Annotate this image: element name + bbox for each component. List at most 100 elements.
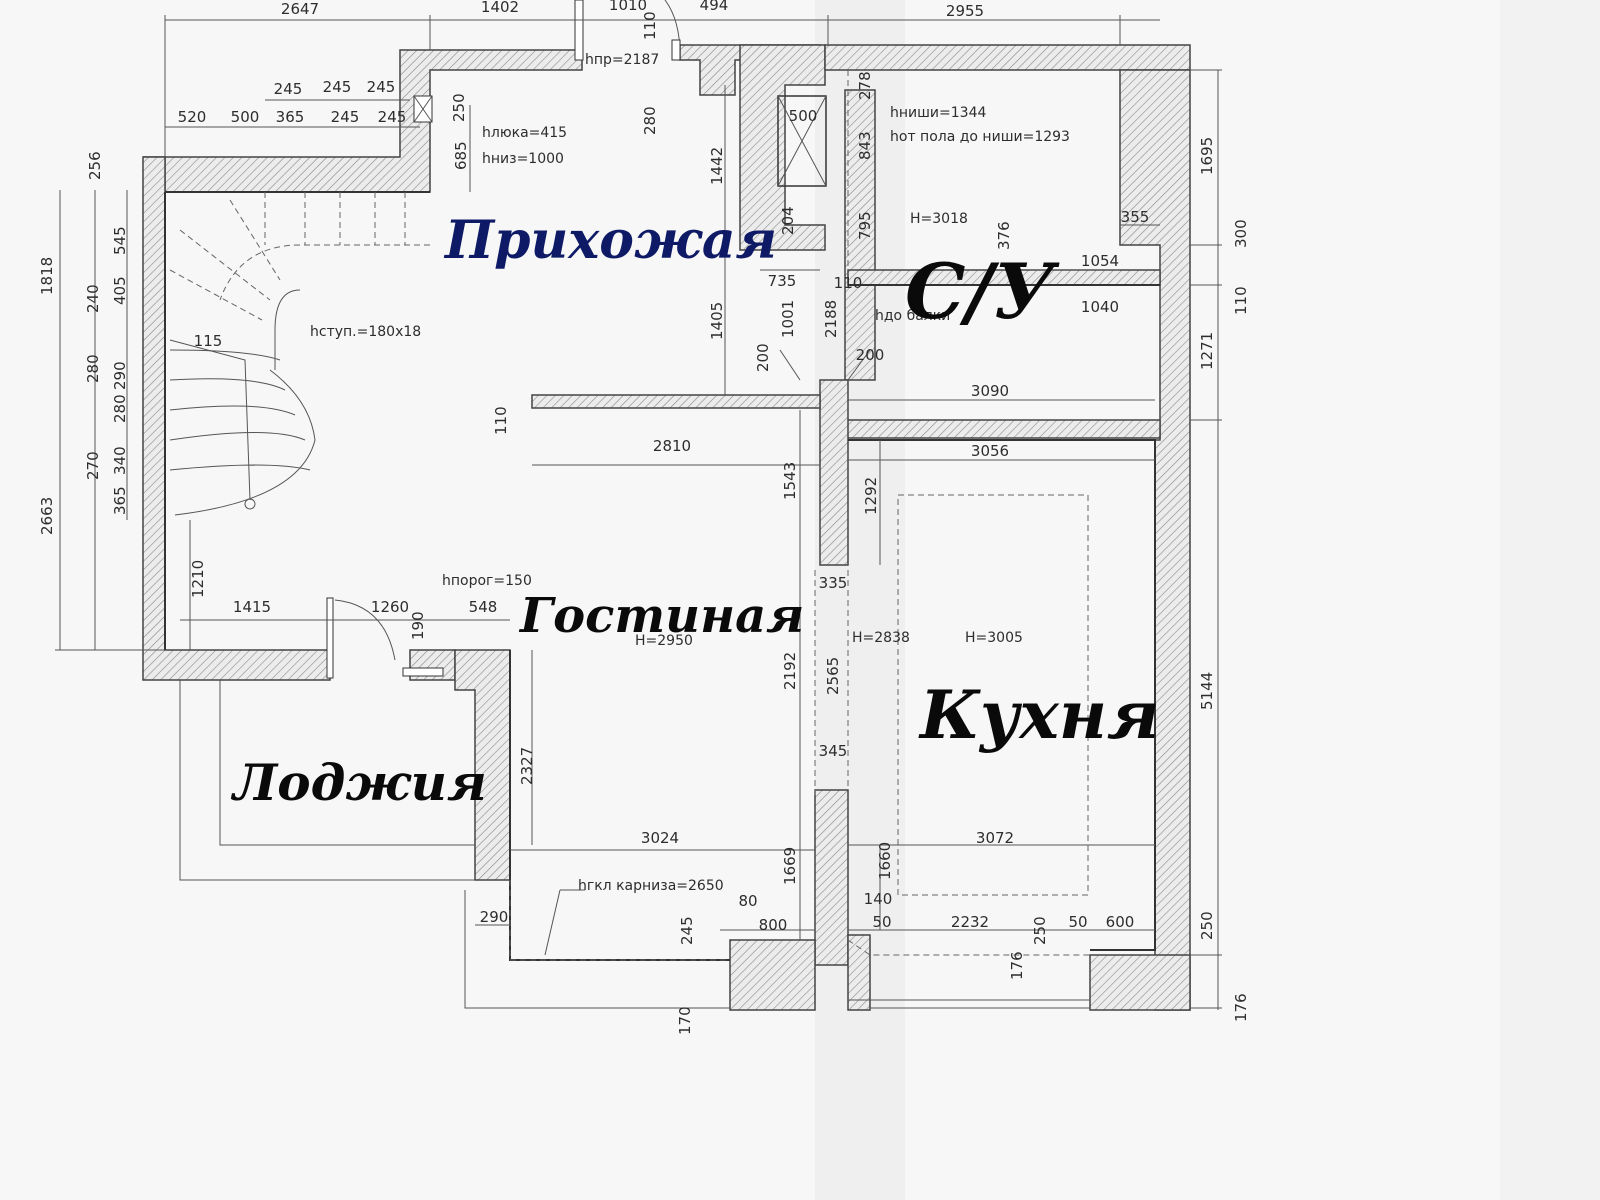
dim-text: 1260 — [371, 598, 409, 616]
dim-text: 2327 — [518, 747, 536, 785]
dim-text: 115 — [194, 332, 223, 350]
dim-text: 800 — [759, 916, 788, 934]
dim-text: 110 — [834, 274, 863, 292]
dim-text: 843 — [856, 131, 874, 160]
dim-text: 1415 — [233, 598, 271, 616]
room-label-wc: С/У — [905, 247, 1060, 336]
dim-text: 176 — [1232, 993, 1250, 1022]
dim-text: 80 — [738, 892, 757, 910]
dim-text: 345 — [819, 742, 848, 760]
note-H-living: H=2950 — [635, 633, 693, 649]
dim-text: 110 — [492, 406, 510, 435]
dim-text: 2192 — [781, 652, 799, 690]
note-H-wc: H=3018 — [910, 211, 968, 227]
dim-text: 1818 — [38, 257, 56, 295]
dim-text: 256 — [86, 151, 104, 180]
note-h-karniz: hгкл карниза=2650 — [578, 878, 724, 894]
dim-text: 3090 — [971, 382, 1009, 400]
dim-text: 170 — [676, 1006, 694, 1035]
dim-text: 245 — [678, 916, 696, 945]
dim-text: 1695 — [1198, 137, 1216, 175]
dim-text: 545 — [111, 226, 129, 255]
dim-text: 365 — [276, 108, 305, 126]
dim-text: 355 — [1121, 208, 1150, 226]
annotation-notes: hпр=2187 hлюка=415 hниз=1000 hниши=1344 … — [310, 52, 1070, 894]
note-h-loka: hлюка=415 — [482, 125, 567, 141]
dim-text: 2955 — [946, 2, 984, 20]
dim-text: 1001 — [779, 300, 797, 338]
right-dimensions: 1695 300 110 1271 5144 250 176 — [1198, 137, 1250, 1022]
dim-text: 335 — [819, 574, 848, 592]
dim-text: 204 — [779, 206, 797, 235]
dim-text: 110 — [641, 11, 659, 40]
dim-text: 245 — [331, 108, 360, 126]
dimension-lines — [55, 15, 1222, 1010]
dim-text: 2565 — [824, 657, 842, 695]
dim-text: 290 — [480, 908, 509, 926]
dim-text: 1543 — [781, 462, 799, 500]
left-dimensions: 256 545 1818 405 240 280 290 280 340 270… — [38, 151, 207, 598]
dim-text: 1405 — [708, 302, 726, 340]
dim-text: 365 — [111, 486, 129, 515]
dim-text: 405 — [111, 276, 129, 305]
dim-text: 735 — [768, 272, 797, 290]
dim-text: 376 — [995, 221, 1013, 250]
note-h-niz: hниз=1000 — [482, 151, 564, 167]
room-labels: Прихожая С/У Гостиная Кухня Лоджия — [230, 210, 1160, 812]
dim-text: 250 — [450, 93, 468, 122]
room-label-loggia: Лоджия — [230, 753, 487, 812]
dim-text: 1010 — [609, 0, 647, 14]
dim-text: 3072 — [976, 829, 1014, 847]
dim-text: 2647 — [281, 0, 319, 18]
dim-text: 3056 — [971, 442, 1009, 460]
paper-edge — [1500, 0, 1600, 1200]
dim-text: 270 — [84, 451, 102, 480]
dim-text: 300 — [1232, 219, 1250, 248]
dim-text: 245 — [323, 78, 352, 96]
staircase — [169, 192, 430, 516]
note-h-porog: hпорог=150 — [442, 573, 532, 589]
dashed-outlines — [509, 70, 1090, 961]
dim-text: 2232 — [951, 913, 989, 931]
dim-text: 340 — [111, 446, 129, 475]
dim-text: 240 — [84, 284, 102, 313]
dim-text: 290 — [111, 361, 129, 390]
top-dimensions: 2647 1402 1010 494 2955 520 500 365 245 … — [178, 0, 984, 126]
dim-text: 200 — [856, 346, 885, 364]
dim-text: 600 — [1106, 913, 1135, 931]
dim-text: 1040 — [1081, 298, 1119, 316]
dim-text: 1402 — [481, 0, 519, 16]
dim-text: 548 — [469, 598, 498, 616]
walls — [142, 44, 1191, 1011]
dim-text: 685 — [452, 141, 470, 170]
dim-text: 1054 — [1081, 252, 1119, 270]
dim-text: 190 — [409, 611, 427, 640]
dim-text: 250 — [1198, 911, 1216, 940]
dim-text: 1442 — [708, 147, 726, 185]
room-label-living: Гостиная — [518, 588, 804, 644]
dim-text: 110 — [1232, 286, 1250, 315]
doors — [326, 0, 681, 679]
dim-text: 1669 — [781, 847, 799, 885]
dim-text: 2188 — [822, 300, 840, 338]
dim-text: 278 — [856, 71, 874, 100]
dim-text: 494 — [700, 0, 729, 14]
dim-text: 2663 — [38, 497, 56, 535]
note-h-stup: hступ.=180x18 — [310, 324, 421, 340]
dim-text: 1271 — [1198, 332, 1216, 370]
dim-text: 245 — [274, 80, 303, 98]
dim-text: 176 — [1008, 951, 1026, 980]
note-h-pr-top: hпр=2187 — [585, 52, 659, 68]
dim-text: 280 — [111, 394, 129, 423]
note-H-2838: H=2838 — [852, 630, 910, 646]
dim-text: 280 — [84, 354, 102, 383]
dim-text: 280 — [641, 106, 659, 135]
dim-text: 140 — [864, 890, 893, 908]
dim-text: 245 — [367, 78, 396, 96]
note-H-kitchen: H=3005 — [965, 630, 1023, 646]
dim-text: 250 — [1031, 916, 1049, 945]
dim-text: 5144 — [1198, 672, 1216, 710]
room-label-hall: Прихожая — [443, 210, 777, 271]
dim-text: 245 — [378, 108, 407, 126]
